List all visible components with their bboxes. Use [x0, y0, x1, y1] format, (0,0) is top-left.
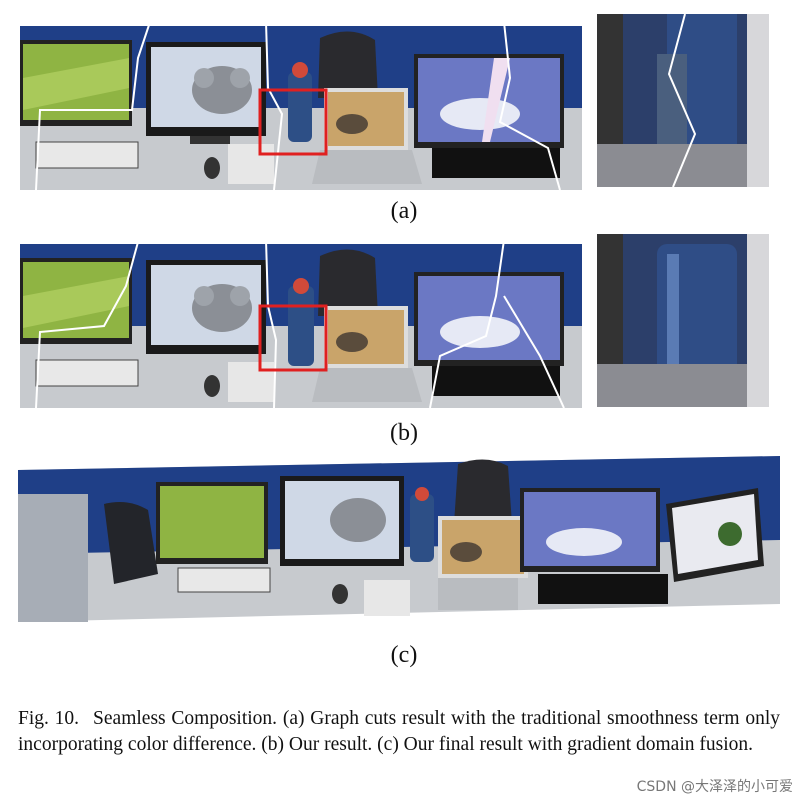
watermark: CSDN @大泽泽的小可爱: [636, 779, 793, 795]
right-monitor: [414, 54, 564, 148]
figure-caption: Fig. 10.Seamless Composition. (a) Graph …: [18, 706, 780, 758]
koala-monitor: [146, 42, 266, 144]
panel-b-composite: [20, 236, 582, 408]
left-monitor: [20, 40, 132, 126]
label-b: (b): [390, 420, 418, 446]
left-keyboard: [35, 141, 139, 169]
backpack: [318, 31, 378, 98]
panel-b-zoom: [597, 234, 769, 407]
panel-a-zoom: [597, 14, 769, 187]
backpack: [104, 502, 158, 584]
panel-a-composite: [20, 18, 582, 190]
laptop-elephant: [312, 88, 422, 184]
caption-text: Seamless Composition. (a) Graph cuts res…: [18, 708, 780, 755]
highlight-box: [258, 88, 328, 156]
label-c: (c): [390, 642, 418, 668]
label-a: (a): [390, 198, 418, 224]
thermos: [288, 72, 312, 142]
panel-c-fused: [18, 454, 780, 632]
right-keyboard: [432, 148, 560, 178]
seam-line: [35, 21, 151, 190]
figure-number: Fig. 10.: [18, 708, 80, 729]
